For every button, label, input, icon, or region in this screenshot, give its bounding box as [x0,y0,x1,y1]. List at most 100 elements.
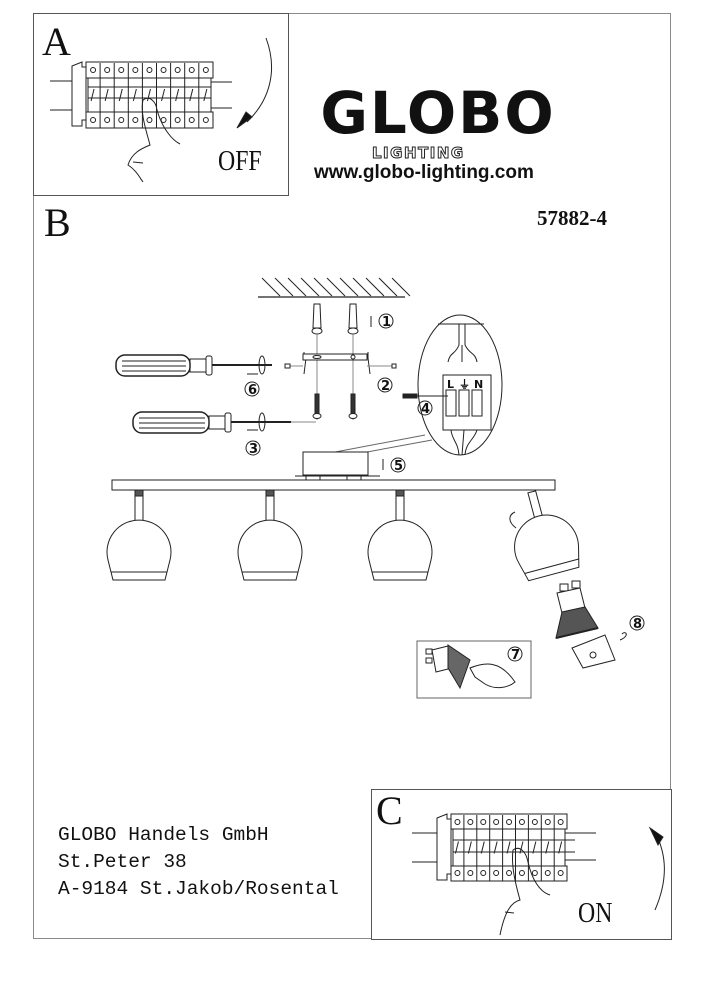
breaker-lever [454,841,459,854]
bulb-cover-icon [571,634,616,669]
section-b-letter: B [44,200,71,245]
hatch-line [326,277,346,297]
terminal-screw-icon [104,117,111,123]
svg-text:4: 4 [421,402,430,417]
step-4-badge: 4 [417,400,433,417]
breaker-lever [175,88,180,102]
terminal-screw-icon [146,117,153,123]
svg-text:6: 6 [248,383,257,398]
terminal-screw-icon [118,117,125,123]
spot-shade [106,519,172,581]
svg-text:3: 3 [249,442,258,457]
hatch-line [313,277,333,297]
terminal-screw-icon [531,870,538,876]
spot-shade [367,519,433,581]
terminal-screw-icon [118,67,125,73]
breaker-lever [545,841,550,854]
step-badges: 1 2 3 4 5 6 7 8 [244,313,645,663]
breaker-lever [203,88,208,102]
terminal-screw-icon [506,870,513,876]
breaker-lever [519,841,524,854]
circuit-breaker-on-icon [412,813,665,936]
terminal-screw-icon [493,819,500,825]
terminal-screw-icon [174,117,181,123]
website-url: www.globo-lighting.com [314,162,534,183]
mounting-bracket-icon [284,352,397,375]
brand-logo: GLOBO [320,79,556,147]
screwdriver-icon [115,354,272,377]
spot-joint [265,489,275,497]
terminal-screw-icon [90,117,97,123]
terminal-screw-icon [557,819,564,825]
bulb-handling-inset [416,640,532,699]
hatch-line [300,277,320,297]
step-5-badge: 5 [382,457,406,474]
page-frame [33,13,671,939]
terminal-screw-icon [202,117,209,123]
spotlight-head-icon [106,489,172,581]
terminal-screw-icon [160,117,167,123]
section-c-letter: C [376,788,403,833]
circuit-breaker-off-icon [50,37,273,183]
terminal-screw-icon [544,870,551,876]
hatch-line [378,277,398,297]
terminal-screw-icon [202,67,209,73]
terminal-screw-icon [480,819,487,825]
street-address: St.Peter 38 [58,851,187,873]
terminal-screw-icon [188,67,195,73]
terminal-screw-icon [454,870,461,876]
terminal-screw-icon [467,870,474,876]
screwdriver-icon [132,411,316,434]
gu10-bulb-icon [555,580,599,639]
terminal-screw-icon [518,819,525,825]
breaker-lever [146,88,151,102]
terminal-screw-icon [493,870,500,876]
breaker-lever [90,88,95,102]
terminal-screw-icon [506,819,513,825]
tilt-arrow-icon [509,511,517,529]
model-number: 57882-4 [537,206,607,230]
hatch-line [391,277,411,297]
hatch-line [261,277,281,297]
step-2-badge: 2 [377,377,393,394]
wiring-detail-icon: L ⏚ N [329,314,503,458]
spot-rim [524,558,579,574]
ceiling-hatch [258,277,411,298]
terminal-screw-icon [557,870,564,876]
hatch-line [339,277,359,297]
terminal-screw-icon [188,117,195,123]
step-7-badge: 7 [507,646,523,663]
breaker-lever [467,841,472,854]
screws-icon [312,393,358,419]
spot-joint [134,489,144,497]
svg-text:1: 1 [382,315,391,330]
terminal-screw-icon [480,870,487,876]
svg-text:2: 2 [381,379,390,394]
terminal-screw-icon [104,67,111,73]
spot-shade [237,519,303,581]
breaker-lever [532,841,537,854]
terminal-screw-icon [518,870,525,876]
step-1-badge: 1 [370,313,394,330]
breaker-lever [118,88,123,102]
svg-text:7: 7 [511,648,520,663]
spot-shade [514,514,580,582]
rotate-arrow-icon [619,632,627,641]
svg-text:8: 8 [633,617,642,632]
breaker-lever [506,841,511,854]
city-address: A-9184 St.Jakob/Rosental [58,878,339,900]
breaker-lever [161,88,166,102]
terminal-screw-icon [132,67,139,73]
off-label: OFF [218,146,262,177]
hatch-line [365,277,385,297]
terminal-screw-icon [454,819,461,825]
spotlight-head-icon [514,490,580,582]
spotlight-head-icon [367,489,433,581]
brand-subtitle: LIGHTING [372,144,465,163]
hatch-line [287,277,307,297]
breaker-lever [493,841,498,854]
on-label: ON [578,898,613,929]
breaker-lever [558,841,563,854]
terminal-screw-icon [146,67,153,73]
lamp-bar-icon [111,479,556,491]
